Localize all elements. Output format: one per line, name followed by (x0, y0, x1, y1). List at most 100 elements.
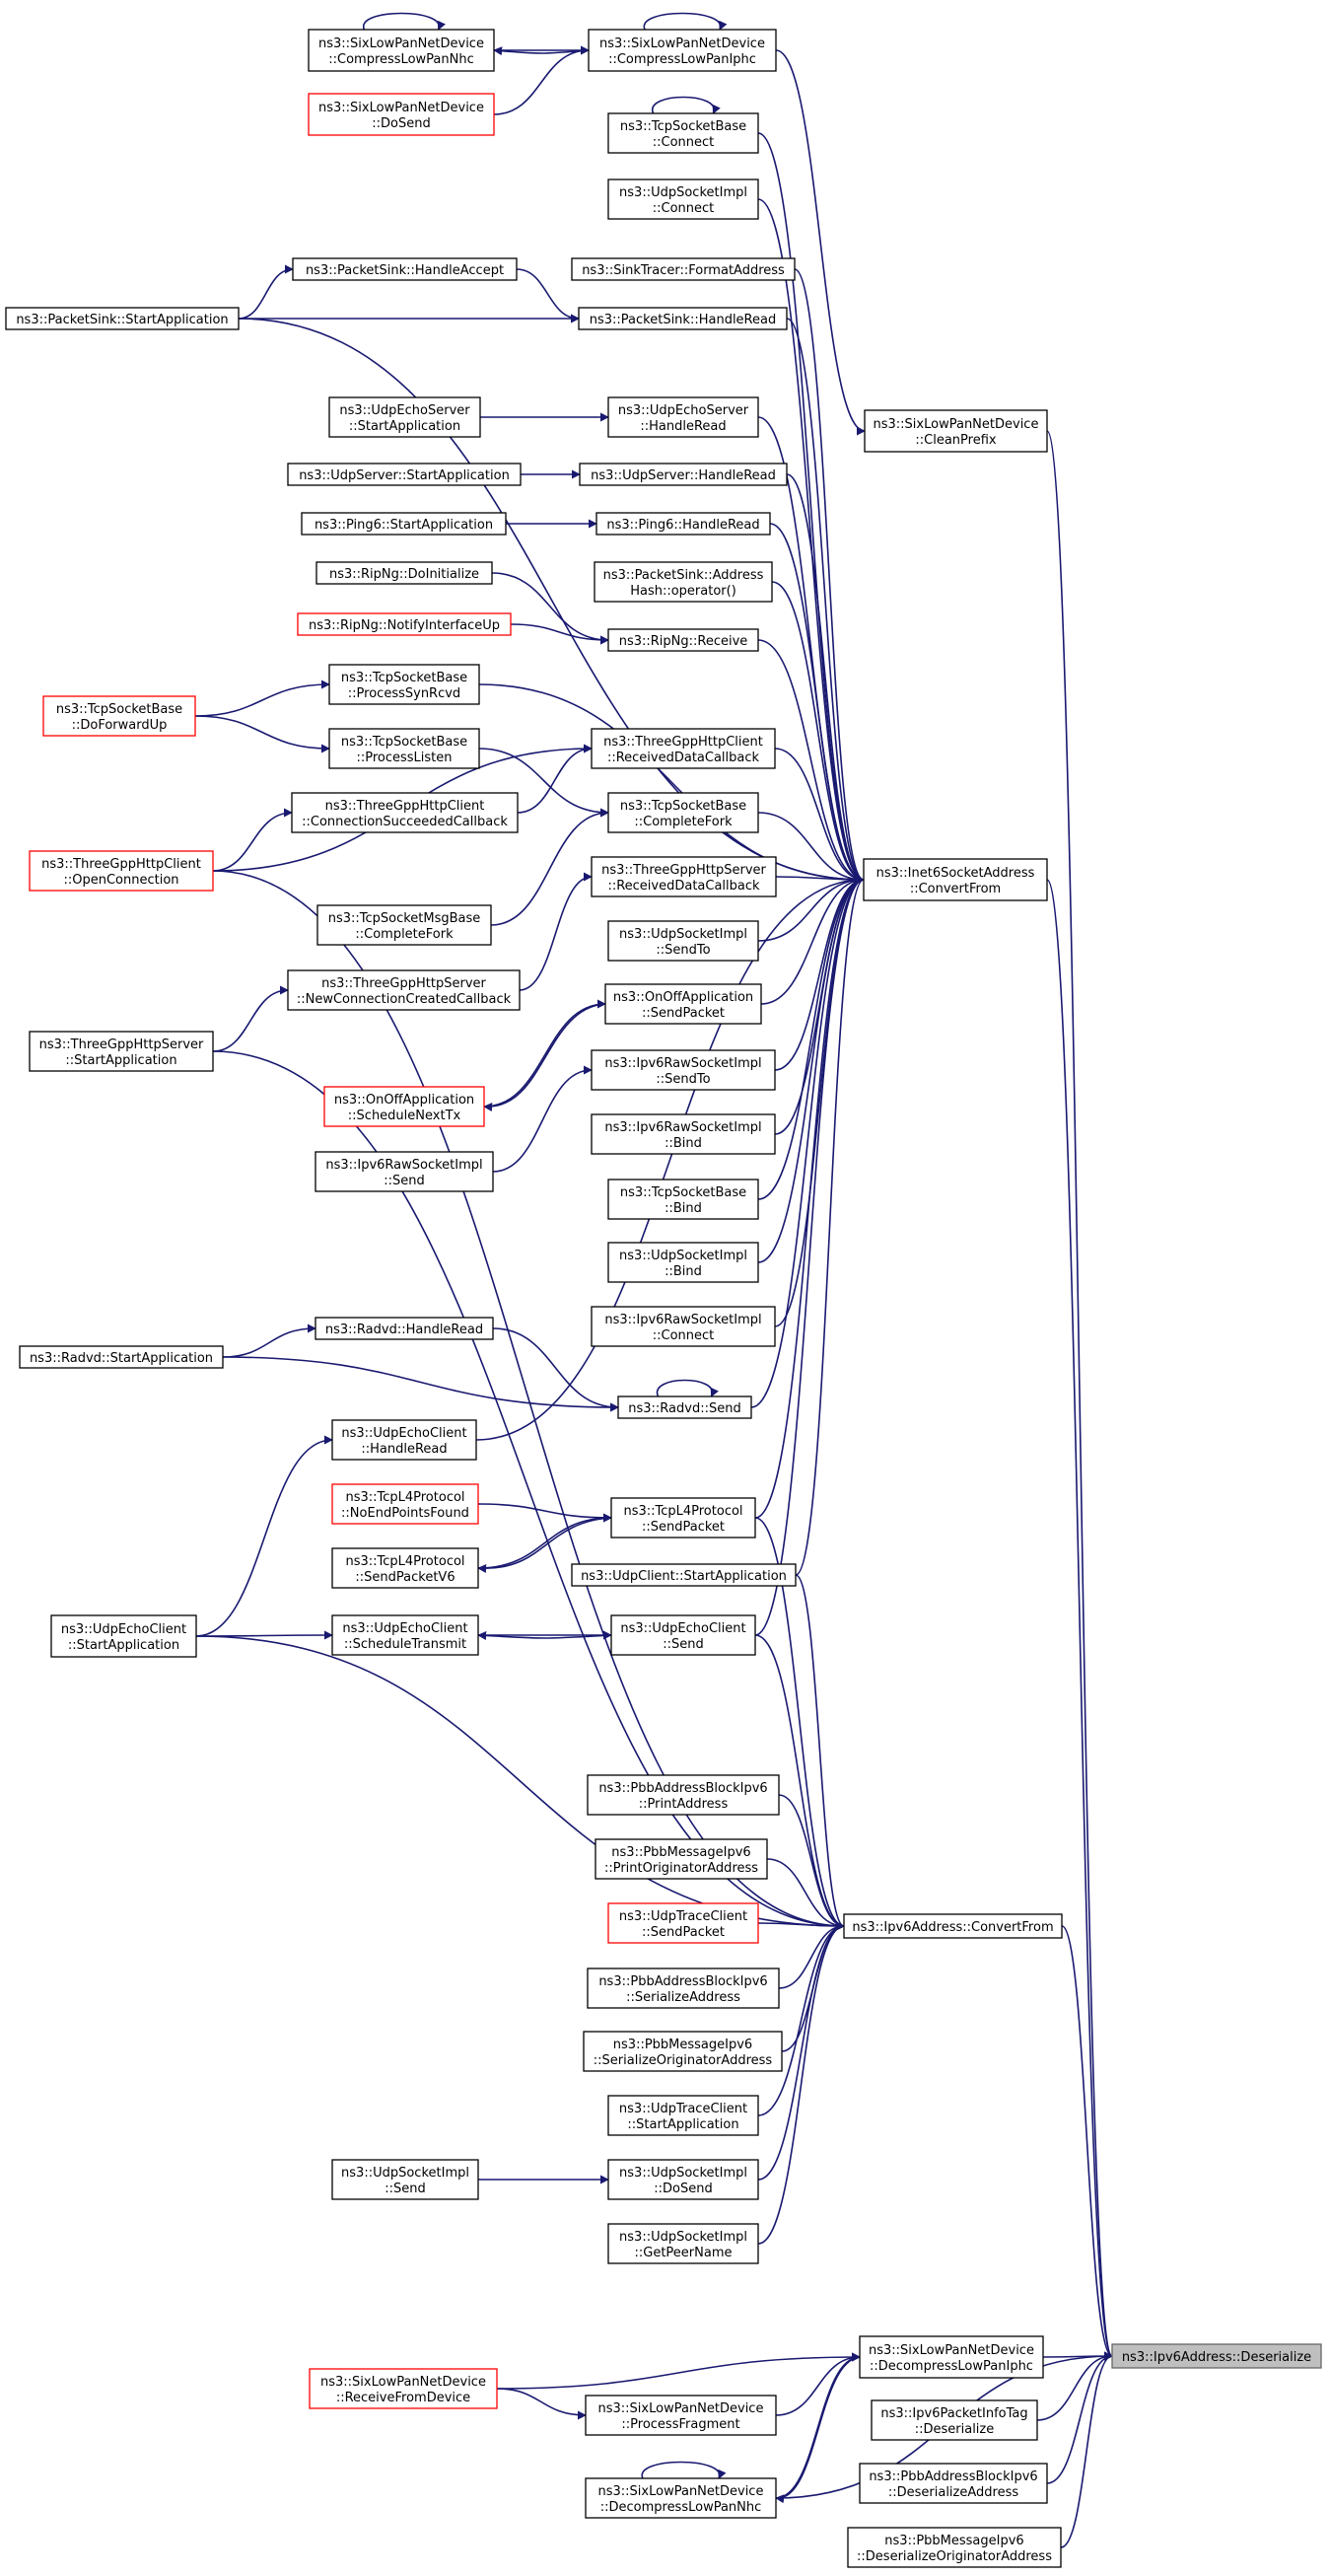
node-rawConnect[interactable]: ns3::Ipv6RawSocketImpl::Connect (591, 1306, 776, 1347)
node-box (292, 257, 518, 281)
node-pbbDeserializeAddr[interactable]: ns3::PbbAddressBlockIpv6::DeserializeAdd… (859, 2463, 1048, 2504)
node-label: ns3::TcpSocketBase (341, 735, 467, 750)
node-pbbPrintOrig[interactable]: ns3::PbbMessageIpv6::PrintOriginatorAddr… (595, 1838, 768, 1880)
node-httpClientConnOk[interactable]: ns3::ThreeGppHttpClient::ConnectionSucce… (291, 792, 519, 833)
node-httpClientOpen[interactable]: ns3::ThreeGppHttpClient::OpenConnection (29, 850, 214, 892)
node-pbbPrintAddress[interactable]: ns3::PbbAddressBlockIpv6::PrintAddress (587, 1774, 780, 1816)
node-udpServerStart[interactable]: ns3::UdpServer::StartApplication (287, 463, 522, 486)
node-box (316, 904, 492, 946)
node-msgCompleteFork[interactable]: ns3::TcpSocketMsgBase::CompleteFork (316, 904, 492, 946)
node-radvdStart[interactable]: ns3::Radvd::StartApplication (19, 1345, 224, 1369)
node-echoServerRead[interactable]: ns3::UdpEchoServer::HandleRead (607, 396, 759, 438)
node-compressLowPanIphc[interactable]: ns3::SixLowPanNetDevice::CompressLowPanI… (588, 29, 777, 72)
node-box (50, 1614, 197, 1658)
node-tcpSynRcvd[interactable]: ns3::TcpSocketBase::ProcessSynRcvd (328, 664, 480, 705)
node-httpClientRecv[interactable]: ns3::ThreeGppHttpClient::ReceivedDataCal… (591, 728, 776, 769)
node-label: ::PrintAddress (639, 1797, 729, 1812)
node-pbbDeserializeOrig[interactable]: ns3::PbbMessageIpv6::DeserializeOriginat… (847, 2527, 1062, 2568)
node-pbbSerializeAddr[interactable]: ns3::PbbAddressBlockIpv6::SerializeAddre… (587, 1968, 780, 2009)
node-ripReceive[interactable]: ns3::RipNg::Receive (607, 628, 759, 652)
node-tcpListen[interactable]: ns3::TcpSocketBase::ProcessListen (328, 728, 480, 769)
node-tcpConnect[interactable]: ns3::TcpSocketBase::Connect (607, 112, 759, 154)
node-echoClientSend[interactable]: ns3::UdpEchoClient::Send (610, 1614, 756, 1656)
node-httpServerStart[interactable]: ns3::ThreeGppHttpServer::StartApplicatio… (29, 1031, 214, 1072)
edge-tcpSendPacket-to-inet6ConvertFrom (754, 875, 865, 1519)
node-udpSendTo[interactable]: ns3::UdpSocketImpl::SendTo (607, 920, 759, 962)
node-doSend[interactable]: ns3::SixLowPanNetDevice::DoSend (308, 93, 495, 136)
node-ping6Start[interactable]: ns3::Ping6::StartApplication (301, 512, 507, 536)
node-tcpCompleteFork[interactable]: ns3::TcpSocketBase::CompleteFork (607, 792, 759, 833)
node-formatAddress[interactable]: ns3::SinkTracer::FormatAddress (571, 257, 796, 281)
node-tcpSendPacket[interactable]: ns3::TcpL4Protocol::SendPacket (610, 1497, 756, 1538)
node-onoffScheduleNext[interactable]: ns3::OnOffApplication::ScheduleNextTx (323, 1086, 485, 1127)
node-label: ns3::UdpSocketImpl (619, 2166, 747, 2181)
node-udpConnect[interactable]: ns3::UdpSocketImpl::Connect (607, 179, 759, 220)
node-echoServerStart[interactable]: ns3::UdpEchoServer::StartApplication (328, 396, 481, 438)
node-receiveFromDevice[interactable]: ns3::SixLowPanNetDevice::ReceiveFromDevi… (309, 2368, 498, 2409)
node-pktInfoDeserialize[interactable]: ns3::Ipv6PacketInfoTag::Deserialize (871, 2399, 1038, 2441)
node-radvdRead[interactable]: ns3::Radvd::HandleRead (315, 1317, 494, 1340)
node-box (587, 1774, 780, 1816)
node-label: ns3::Radvd::Send (628, 1401, 740, 1416)
node-decompressNhc[interactable]: ns3::SixLowPanNetDevice::DecompressLowPa… (585, 2477, 777, 2519)
node-sinkHandleRead[interactable]: ns3::PacketSink::HandleRead (578, 307, 788, 330)
node-processFragment[interactable]: ns3::SixLowPanNetDevice::ProcessFragment (585, 2395, 777, 2436)
node-box (585, 2395, 777, 2436)
node-echoClientRead[interactable]: ns3::UdpEchoClient::HandleRead (331, 1419, 477, 1461)
node-rawSendTo[interactable]: ns3::Ipv6RawSocketImpl::SendTo (591, 1049, 776, 1091)
node-label: ns3::SixLowPanNetDevice (598, 2484, 764, 2499)
node-label: ::StartApplication (65, 1053, 176, 1068)
node-label: ns3::PacketSink::Address (603, 568, 764, 583)
node-label: ns3::ThreeGppHttpServer (39, 1038, 204, 1052)
edge-compressLowPanNhc-to-compressLowPanNhc (363, 12, 447, 31)
edge-msgCompleteFork-to-tcpCompleteFork (490, 808, 609, 926)
node-ripNotify[interactable]: ns3::RipNg::NotifyInterfaceUp (297, 612, 512, 636)
node-httpServerRecv[interactable]: ns3::ThreeGppHttpServer::ReceivedDataCal… (591, 856, 777, 897)
node-ipv6ConvertFrom[interactable]: ns3::Ipv6Address::ConvertFrom (843, 1913, 1063, 1939)
node-deserialize[interactable]: ns3::Ipv6Address::Deserialize (1111, 2343, 1322, 2369)
node-decompressIphc[interactable]: ns3::SixLowPanNetDevice::DecompressLowPa… (859, 2335, 1044, 2379)
node-handleAccept[interactable]: ns3::PacketSink::HandleAccept (292, 257, 518, 281)
node-pbbSerializeOrig[interactable]: ns3::PbbMessageIpv6::SerializeOriginator… (583, 2031, 783, 2072)
node-box (871, 2399, 1038, 2441)
node-httpServerNewConn[interactable]: ns3::ThreeGppHttpServer::NewConnectionCr… (287, 969, 521, 1011)
node-traceStart[interactable]: ns3::UdpTraceClient::StartApplication (607, 2095, 759, 2136)
node-tcpNoEndPoints[interactable]: ns3::TcpL4Protocol::NoEndPointsFound (331, 1483, 479, 1525)
node-udpBind[interactable]: ns3::UdpSocketImpl::Bind (607, 1242, 759, 1283)
node-label: ns3::RipNg::Receive (619, 634, 748, 649)
node-ping6Read[interactable]: ns3::Ping6::HandleRead (595, 512, 771, 536)
node-box (607, 1242, 759, 1283)
edge-compressLowPanIphc-to-cleanPrefix (775, 49, 866, 436)
edge-tcpSynRcvd-to-inet6ConvertFrom (478, 683, 865, 885)
node-label: ::ProcessListen (356, 751, 452, 765)
node-tcpBind[interactable]: ns3::TcpSocketBase::Bind (607, 1179, 759, 1220)
node-rawSend[interactable]: ns3::Ipv6RawSocketImpl::Send (315, 1151, 494, 1192)
edge-httpServerNewConn-to-httpServerRecv (519, 872, 593, 991)
node-tcpSendPacketV6[interactable]: ns3::TcpL4Protocol::SendPacketV6 (331, 1547, 479, 1589)
node-radvdSend[interactable]: ns3::Radvd::Send (617, 1395, 752, 1419)
node-udpDoSend[interactable]: ns3::UdpSocketImpl::DoSend (607, 2159, 759, 2200)
node-cleanPrefix[interactable]: ns3::SixLowPanNetDevice::CleanPrefix (864, 409, 1048, 453)
node-echoClientStart[interactable]: ns3::UdpEchoClient::StartApplication (50, 1614, 197, 1658)
node-udpGetPeer[interactable]: ns3::UdpSocketImpl::GetPeerName (607, 2223, 759, 2264)
node-label: ns3::Radvd::HandleRead (325, 1323, 483, 1337)
node-ripDoInit[interactable]: ns3::RipNg::DoInitialize (315, 561, 493, 585)
node-udpServerRead[interactable]: ns3::UdpServer::HandleRead (579, 463, 788, 486)
node-traceSendPacket[interactable]: ns3::UdpTraceClient::SendPacket (607, 1902, 759, 1944)
node-onoffSendPacket[interactable]: ns3::OnOffApplication::SendPacket (604, 983, 762, 1025)
node-compressLowPanNhc[interactable]: ns3::SixLowPanNetDevice::CompressLowPanN… (308, 29, 495, 72)
node-box (5, 307, 240, 330)
edge-pbbDeserializeAddr-to-deserialize (1046, 2351, 1113, 2484)
node-echoClientSched[interactable]: ns3::UdpEchoClient::ScheduleTransmit (331, 1614, 479, 1656)
node-rawBind[interactable]: ns3::Ipv6RawSocketImpl::Bind (591, 1113, 776, 1155)
node-label: ::StartApplication (627, 2117, 738, 2132)
node-label: ns3::OnOffApplication (334, 1093, 474, 1108)
node-box (309, 2368, 498, 2409)
node-udpClientStart[interactable]: ns3::UdpClient::StartApplication (571, 1563, 797, 1587)
node-inet6ConvertFrom[interactable]: ns3::Inet6SocketAddress::ConvertFrom (863, 858, 1048, 901)
node-tcpForwardUp[interactable]: ns3::TcpSocketBase::DoForwardUp (42, 695, 196, 737)
node-sinkStart[interactable]: ns3::PacketSink::StartApplication (5, 307, 240, 330)
node-udpSend[interactable]: ns3::UdpSocketImpl::Send (331, 2159, 479, 2200)
node-label: ns3::Ipv6PacketInfoTag (880, 2406, 1027, 2421)
